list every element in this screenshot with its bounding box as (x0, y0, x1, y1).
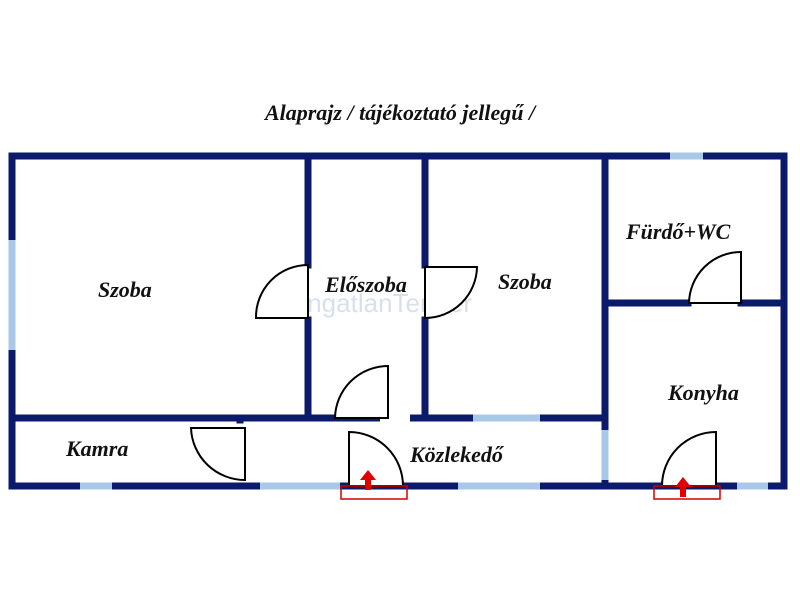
room-labels: Szoba Előszoba Szoba Fürdő+WC Konyha Kam… (65, 219, 739, 467)
door-szoba2 (424, 266, 479, 320)
doors (189, 250, 742, 487)
entrance-markers (340, 470, 721, 500)
door-konyha-entrance (660, 430, 717, 487)
door-eloszoba (333, 364, 389, 419)
entrance-arrow-konyha (675, 477, 691, 497)
plan-title: Alaprajz / tájékoztató jellegű / (264, 100, 536, 125)
room-label-eloszoba: Előszoba (324, 272, 407, 297)
door-main-entrance (348, 430, 405, 487)
entrance-marker-main (340, 485, 408, 500)
room-label-furdo: Fürdő+WC (625, 219, 731, 244)
door-szoba1 (254, 263, 309, 319)
entrance-arrow-main (360, 470, 376, 490)
room-label-szoba-left: Szoba (98, 277, 152, 302)
door-furdo (687, 250, 742, 304)
door-kamra (189, 427, 246, 482)
room-label-konyha: Konyha (667, 380, 739, 405)
room-label-szoba-right: Szoba (498, 269, 552, 294)
room-label-kamra: Kamra (65, 436, 128, 461)
room-label-kozlekedo: Közlekedő (409, 442, 505, 467)
